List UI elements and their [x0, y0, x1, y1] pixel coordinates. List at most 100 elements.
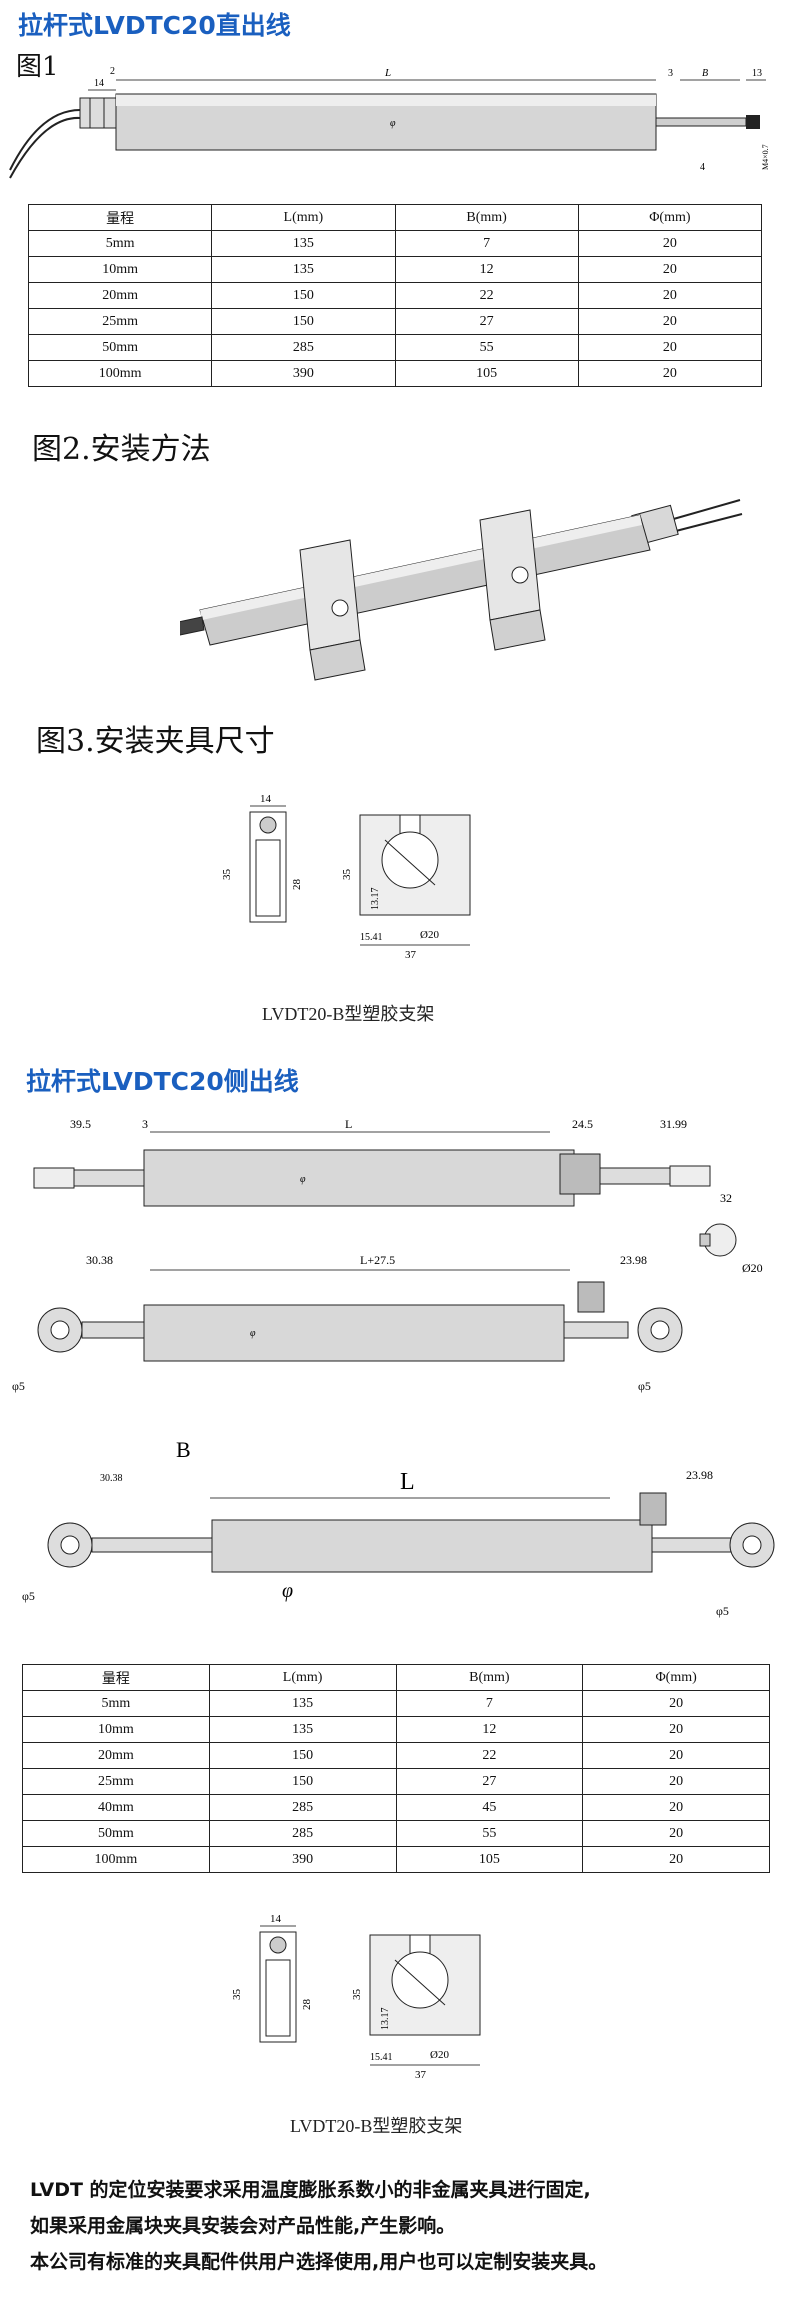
table-cell: 390 — [208, 1846, 397, 1873]
dim-phi: φ — [282, 1580, 293, 1602]
dim-h35b: 35 — [351, 1989, 363, 2001]
rod-tip — [746, 115, 760, 129]
dim-2: 2 — [110, 66, 115, 77]
table-cell: 25mm — [27, 308, 213, 335]
col-phi: Φ(mm) — [577, 204, 763, 231]
dim-14: 14 — [94, 78, 104, 89]
table-cell: 150 — [208, 1768, 397, 1795]
dim-dia: Ø20 — [420, 929, 439, 941]
table-cell: 22 — [395, 1742, 584, 1769]
table-cell: 5mm — [22, 1690, 210, 1717]
dim-h28: 28 — [291, 879, 303, 891]
dim-w37: 37 — [405, 949, 417, 960]
note-line: 本公司有标准的夹具配件供用户选择使用,用户也可以定制安装夹具。 — [30, 2251, 608, 2273]
table-cell: 135 — [208, 1716, 397, 1743]
notes-block: LVDT 的定位安装要求采用温度膨胀系数小的非金属夹具进行固定, 如果采用金属块… — [30, 2172, 780, 2280]
table-cell: 10mm — [22, 1716, 210, 1743]
table-cell: 20 — [577, 230, 763, 257]
table-cell: 20 — [582, 1716, 770, 1743]
table-cell: 40mm — [22, 1794, 210, 1821]
note-line: LVDT 的定位安装要求采用温度膨胀系数小的非金属夹具进行固定, — [30, 2179, 591, 2201]
table-header-row: 量程 L(mm) B(mm) Φ(mm) — [27, 204, 763, 231]
dim-L: L — [400, 1469, 415, 1495]
dim-3: 3 — [142, 1117, 148, 1131]
dim-B: B — [176, 1437, 191, 1462]
pull-rod — [655, 117, 747, 127]
dim-3038: 30.38 — [100, 1473, 123, 1484]
table-cell: 20mm — [22, 1742, 210, 1769]
side-connector — [639, 1492, 667, 1526]
table-cell: 150 — [208, 1742, 397, 1769]
dim-3199: 31.99 — [660, 1117, 687, 1131]
table-cell: 20 — [577, 256, 763, 283]
dim-dia: Ø20 — [430, 2049, 449, 2061]
note-line: 如果采用金属块夹具安装会对产品性能,产生影响。 — [30, 2215, 456, 2237]
dim-dia: Ø20 — [742, 1261, 763, 1275]
dim-p5b: φ5 — [638, 1379, 651, 1393]
dim-2398: 23.98 — [686, 1468, 713, 1482]
side-outlet-drawing-c: B 30.38 L 23.98 φ φ5 φ5 — [22, 1437, 775, 1618]
table-cell: 20 — [582, 1690, 770, 1717]
table-cell: 150 — [211, 282, 396, 309]
dim-h1317: 13.17 — [370, 888, 381, 911]
table-cell: 12 — [394, 256, 579, 283]
dim-3: 3 — [668, 68, 673, 79]
dim-w14: 14 — [260, 793, 272, 805]
table-cell: 7 — [395, 1690, 584, 1717]
side-connector — [577, 1281, 605, 1313]
dim-w1541: 15.41 — [370, 2052, 393, 2063]
bracket-caption-2: LVDT20-B型塑胶支架 — [290, 2116, 463, 2136]
cable — [9, 109, 81, 171]
table-cell: 285 — [211, 334, 396, 361]
sensor-body — [211, 1519, 653, 1573]
col-range: 量程 — [22, 1664, 210, 1691]
dim-h35a: 35 — [231, 1989, 243, 2001]
table-cell: 20 — [582, 1742, 770, 1769]
sensor-body — [143, 1304, 565, 1362]
bracket-drawing-2: 14 35 28 35 13.17 15.41 Ø20 37 — [231, 1913, 481, 2080]
table-cell: 100mm — [22, 1846, 210, 1873]
col-phi: Φ(mm) — [582, 1664, 770, 1691]
table-cell: 12 — [395, 1716, 584, 1743]
table-cell: 45 — [395, 1794, 584, 1821]
table-cell: 135 — [208, 1690, 397, 1717]
dim-L: L — [384, 67, 391, 79]
dim-w1541: 15.41 — [360, 932, 383, 943]
col-L: L(mm) — [208, 1664, 397, 1691]
table-header-row: 量程 L(mm) B(mm) Φ(mm) — [22, 1664, 770, 1691]
fig2-drawing — [180, 499, 743, 681]
col-L: L(mm) — [211, 204, 396, 231]
section1-title: 拉杆式LVDTC20直出线 — [18, 11, 291, 40]
dim-h35b: 35 — [341, 869, 353, 881]
table-cell: 20 — [582, 1794, 770, 1821]
side-connector — [559, 1153, 601, 1195]
col-range: 量程 — [27, 204, 213, 231]
col-B: B(mm) — [394, 204, 579, 231]
table-cell: 20 — [582, 1820, 770, 1847]
table-cell: 10mm — [27, 256, 213, 283]
dim-395: 39.5 — [70, 1117, 91, 1131]
table-cell: 20 — [577, 334, 763, 361]
fig1-drawing: 14 2 L 3 B 13 4 φ M4×0.7 — [9, 66, 770, 179]
dim-4: 4 — [700, 162, 705, 173]
table-cell: 285 — [208, 1794, 397, 1821]
table-cell: 7 — [394, 230, 579, 257]
table-cell: 55 — [394, 334, 579, 361]
table-cell: 20 — [577, 360, 763, 387]
dim-h1317: 13.17 — [380, 2008, 391, 2031]
bracket-1 — [299, 539, 361, 651]
cable-gland — [79, 97, 117, 129]
table-cell: 5mm — [27, 230, 213, 257]
table-cell: 20 — [582, 1768, 770, 1795]
